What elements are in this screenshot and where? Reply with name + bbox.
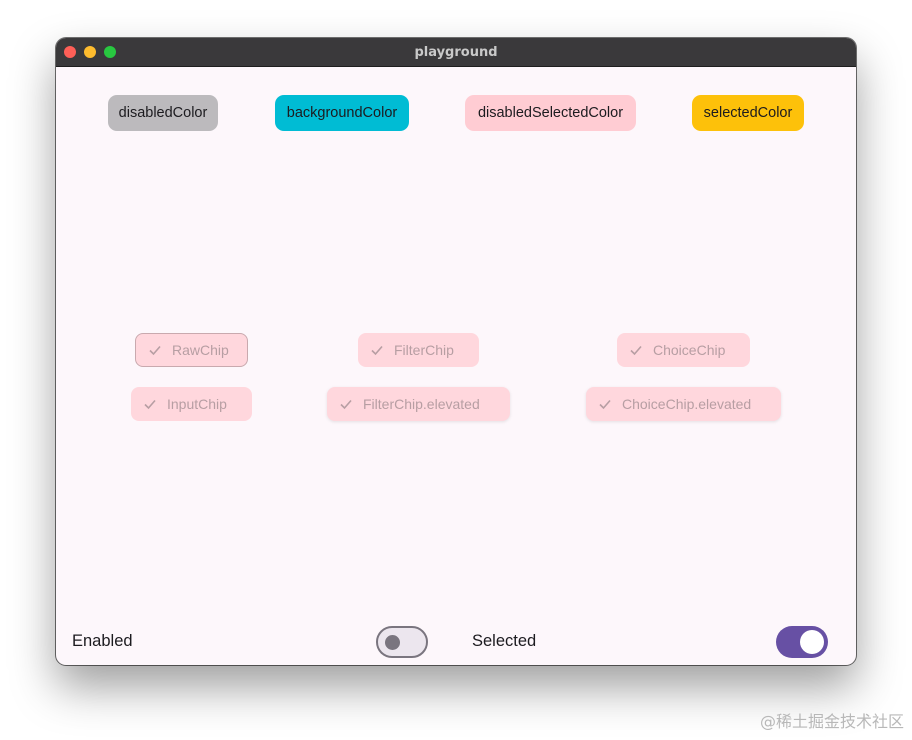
enabled-switch-knob bbox=[385, 635, 400, 650]
app-window: playground disabledColor backgroundColor… bbox=[56, 38, 856, 665]
choice-chip-elevated-label: ChoiceChip.elevated bbox=[622, 396, 752, 412]
legend-disabled-color: disabledColor bbox=[108, 95, 218, 131]
enabled-label: Enabled bbox=[72, 632, 133, 650]
filter-chip-label: FilterChip bbox=[394, 342, 454, 358]
legend-selected-color: selectedColor bbox=[692, 95, 804, 131]
selected-switch[interactable] bbox=[776, 626, 828, 658]
enabled-switch[interactable] bbox=[376, 626, 428, 658]
selected-switch-knob bbox=[800, 630, 824, 654]
minimize-window-button[interactable] bbox=[84, 46, 96, 58]
selected-label: Selected bbox=[472, 632, 537, 650]
close-window-button[interactable] bbox=[64, 46, 76, 58]
choice-chip-elevated[interactable]: ChoiceChip.elevated bbox=[586, 387, 781, 421]
legend-disabled-selected-color: disabledSelectedColor bbox=[465, 95, 636, 131]
check-icon bbox=[630, 345, 642, 356]
legend-background-color: backgroundColor bbox=[275, 95, 409, 131]
filter-chip[interactable]: FilterChip bbox=[358, 333, 479, 367]
window-title: playground bbox=[414, 45, 498, 60]
check-icon bbox=[340, 399, 352, 410]
filter-chip-elevated-label: FilterChip.elevated bbox=[363, 396, 480, 412]
raw-chip-label: RawChip bbox=[172, 342, 229, 358]
filter-chip-elevated[interactable]: FilterChip.elevated bbox=[327, 387, 510, 421]
raw-chip[interactable]: RawChip bbox=[135, 333, 248, 367]
input-chip[interactable]: InputChip bbox=[131, 387, 252, 421]
check-icon bbox=[599, 399, 611, 410]
title-bar: playground bbox=[56, 38, 856, 67]
watermark: @稀土掘金技术社区 bbox=[759, 712, 904, 731]
choice-chip-label: ChoiceChip bbox=[653, 342, 726, 358]
input-chip-label: InputChip bbox=[167, 396, 227, 412]
check-icon bbox=[149, 345, 161, 356]
playground-content: disabledColor backgroundColor disabledSe… bbox=[56, 67, 856, 665]
check-icon bbox=[144, 399, 156, 410]
check-icon bbox=[371, 345, 383, 356]
choice-chip[interactable]: ChoiceChip bbox=[617, 333, 750, 367]
maximize-window-button[interactable] bbox=[104, 46, 116, 58]
